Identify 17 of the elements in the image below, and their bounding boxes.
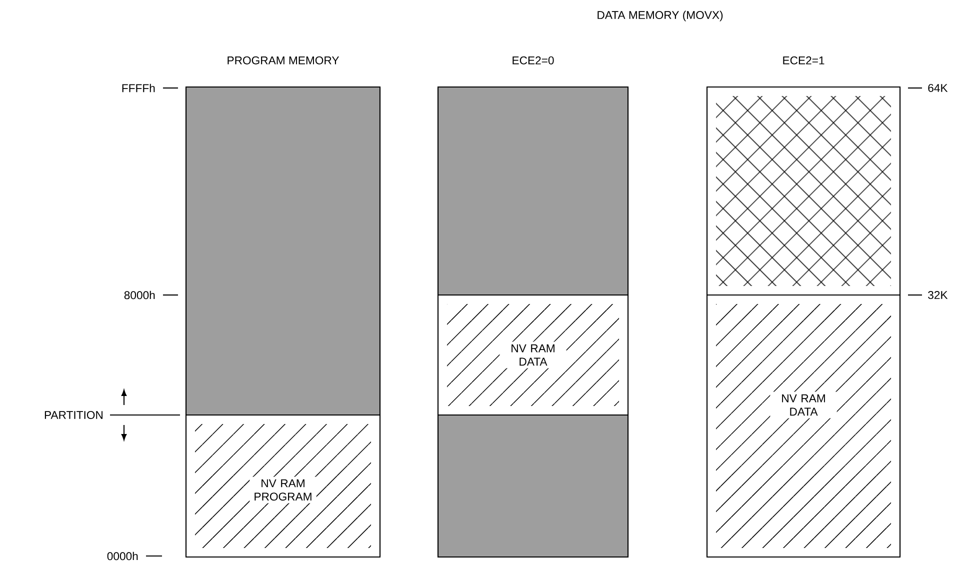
address-label: 0000h <box>107 552 138 560</box>
address-label: 8000h <box>124 290 155 300</box>
column-heading: ECE2=1 <box>783 56 824 64</box>
address-label: FFFFh <box>122 84 155 92</box>
partition-label: PARTITION <box>44 411 102 419</box>
memory-block: NV RAM DATA <box>437 294 629 416</box>
memory-block <box>706 86 901 296</box>
memory-block <box>185 86 381 416</box>
memory-block: NV RAM PROGRAM <box>185 414 381 558</box>
memory-block: NV RAM DATA <box>706 294 901 558</box>
memory-block <box>437 414 629 558</box>
address-label: 32K <box>928 291 948 299</box>
column-heading: PROGRAM MEMORY <box>228 56 340 64</box>
section-heading: DATA MEMORY (MOVX) <box>598 10 723 22</box>
address-label: 64K <box>928 84 948 92</box>
column-heading: ECE2=0 <box>512 56 554 64</box>
memory-block <box>437 86 629 296</box>
